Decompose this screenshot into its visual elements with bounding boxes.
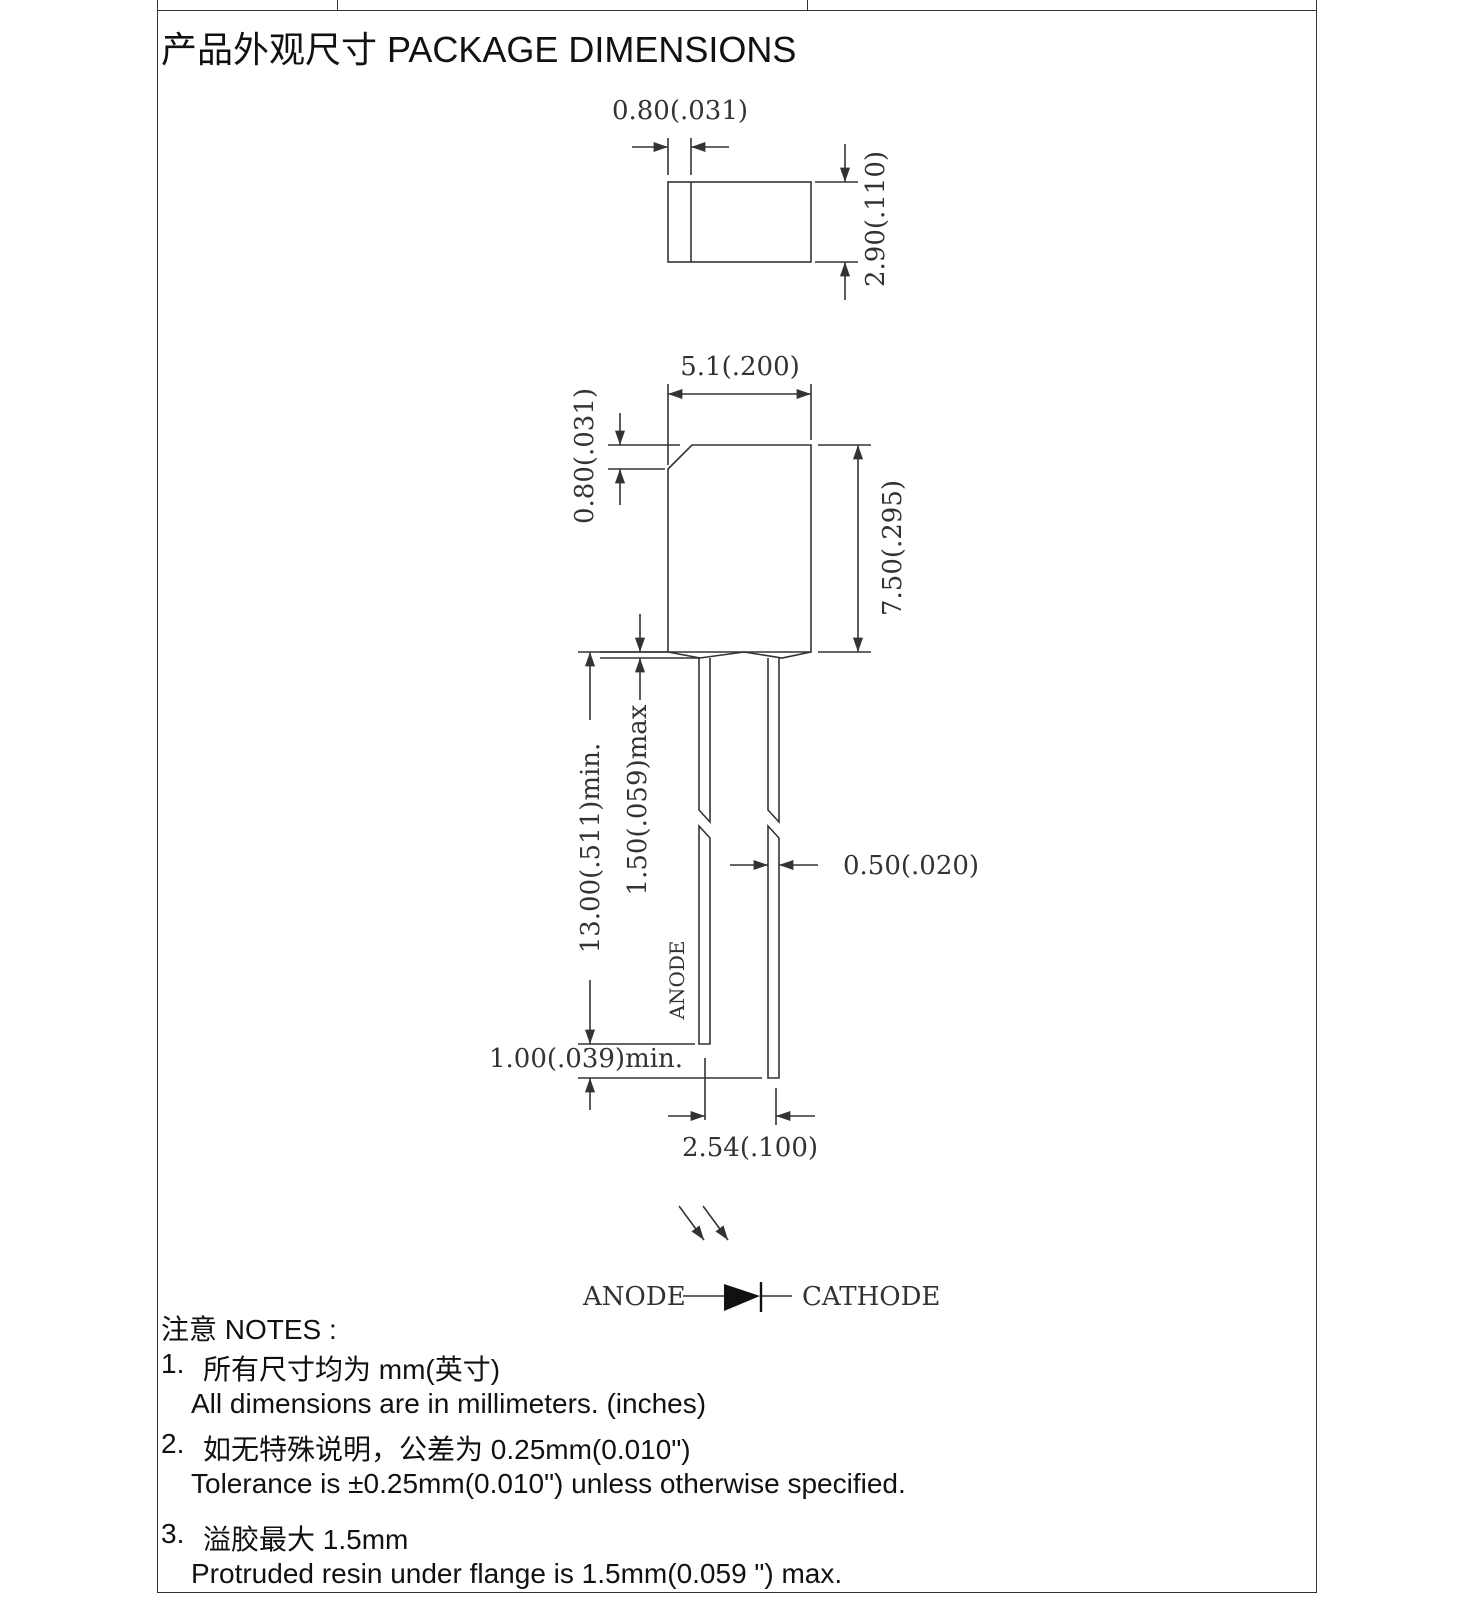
emission-arrow [702, 1205, 729, 1241]
anode-lead-label: ANODE [665, 941, 689, 1021]
dim-body-width: 5.1(.200) [680, 352, 800, 382]
note-2-number: 2. [161, 1428, 185, 1459]
header-table-row [157, 0, 1317, 11]
cathode-lead [767, 658, 780, 1079]
note-3-en: Protruded resin under flange is 1.5mm(0.… [191, 1558, 843, 1589]
anode-lead [698, 658, 711, 1045]
note-1-number: 1. [161, 1348, 185, 1379]
note-3-zh: 溢胶最大 1.5mm [203, 1524, 409, 1555]
top-view-body [667, 181, 812, 263]
note-2-en: Tolerance is ±0.25mm(0.010") unless othe… [191, 1468, 906, 1499]
symbol-cathode-label: CATHODE [802, 1282, 940, 1312]
page-title: 产品外观尺寸 PACKAGE DIMENSIONS [161, 29, 797, 70]
dim-lead-length: 13.00(.511)min. [576, 743, 606, 954]
note-1-en: All dimensions are in millimeters. (inch… [191, 1388, 707, 1419]
dim-resin: 1.50(.059)max [623, 704, 653, 895]
note-1-zh: 所有尺寸均为 mm(英寸) [203, 1354, 501, 1385]
dim-chamfer: 0.80(.031) [570, 388, 600, 524]
dim-lead-width: 0.50(.020) [843, 851, 979, 881]
dim-body-height: 7.50(.295) [878, 480, 908, 616]
dim-top-height: 2.90(.110) [861, 151, 891, 287]
page-frame [157, 0, 1317, 1593]
note-3-number: 3. [161, 1518, 185, 1549]
emission-arrow [678, 1205, 705, 1241]
header-cell-divider [337, 0, 338, 11]
led-body [667, 444, 812, 653]
dim-lead-diff: 1.00(.039)min. [489, 1044, 683, 1074]
diode-symbol [724, 1282, 763, 1312]
note-2-zh: 如无特殊说明，公差为 0.25mm(0.010") [203, 1434, 691, 1465]
dim-pitch: 2.54(.100) [682, 1133, 818, 1163]
header-cell-divider [807, 0, 808, 11]
dim-top-offset: 0.80(.031) [612, 96, 748, 126]
symbol-anode-label: ANODE [582, 1282, 686, 1312]
notes-heading: 注意 NOTES : [161, 1314, 337, 1345]
